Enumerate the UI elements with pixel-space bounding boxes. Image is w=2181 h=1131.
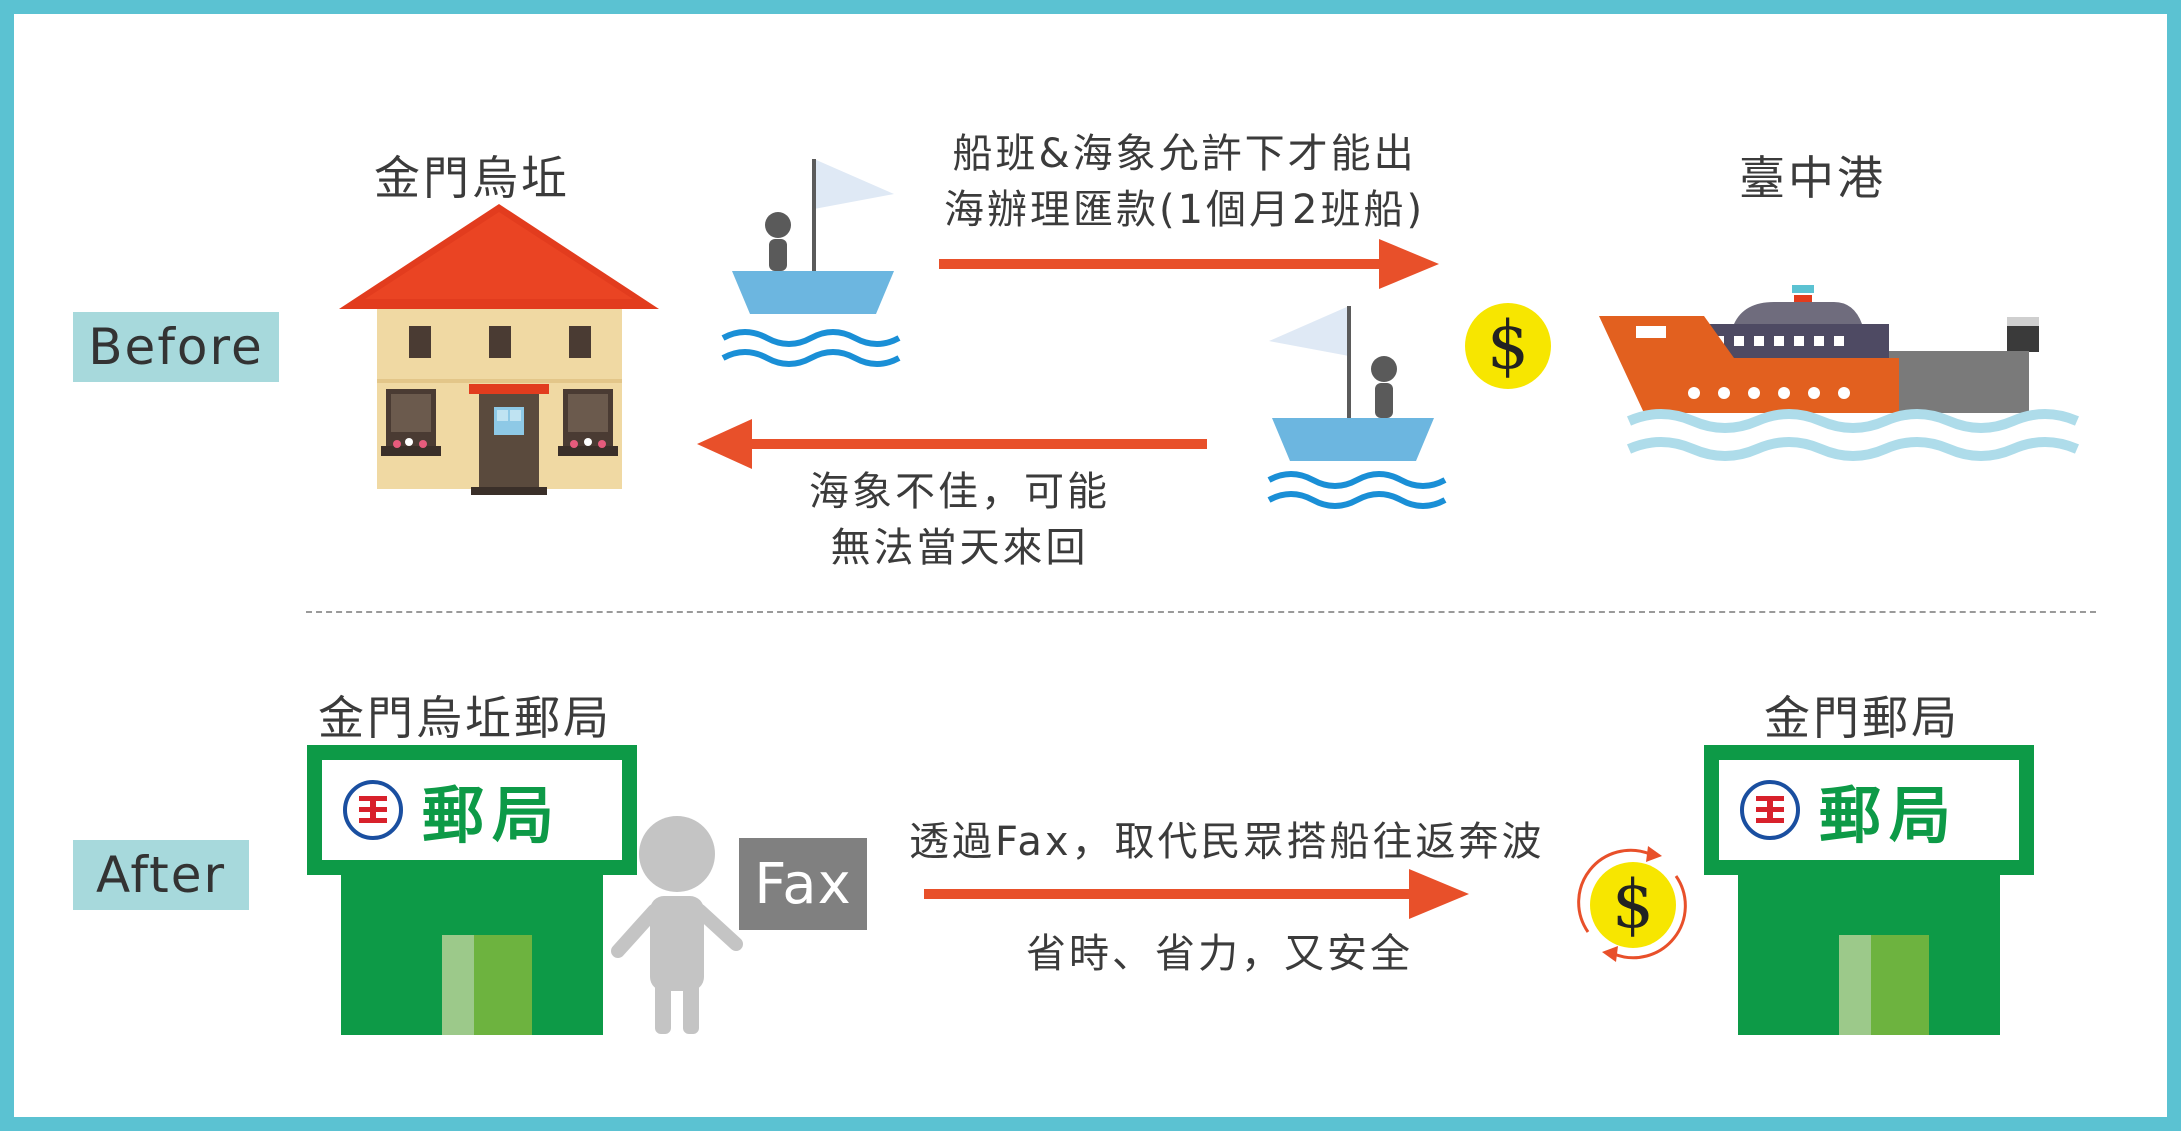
post-office-door-shadow	[1839, 935, 1871, 1035]
return-note-line2: 無法當天來回	[830, 525, 1089, 571]
return-note-line1: 海象不佳，可能	[809, 469, 1110, 515]
house-icon	[339, 204, 659, 495]
post-office-sign: 郵局	[322, 760, 622, 860]
before-origin-title: 金門烏坵	[374, 151, 570, 205]
cycle-arrows-icon	[1577, 846, 1687, 962]
after-note-line1: 透過Fax，取代民眾搭船往返奔波	[909, 819, 1545, 865]
coin-symbol: $	[1612, 866, 1654, 943]
outbound-arrow	[939, 239, 1439, 289]
post-logo-icon	[1740, 780, 1800, 840]
post-logo-icon	[343, 780, 403, 840]
post-office-sign: 郵局	[1719, 760, 2019, 860]
boat-icon	[732, 159, 894, 314]
outbound-note-line1: 船班&海象允許下才能出	[952, 131, 1417, 177]
fax-label: Fax	[739, 838, 867, 930]
after-arrow	[924, 869, 1469, 919]
section-divider	[306, 611, 2096, 613]
before-dest-title: 臺中港	[1739, 151, 1886, 205]
person-icon	[611, 816, 743, 1034]
post-sign-text: 郵局	[1819, 779, 1960, 852]
diagram-canvas: Before 金門烏坵 船班&海象允許下	[14, 14, 2167, 1117]
coin-icon: $	[1465, 303, 1551, 389]
outbound-note: 船班&海象允許下才能出 海辦理匯款(1個月2班船)	[944, 126, 1425, 238]
after-origin-title: 金門烏坵郵局	[318, 691, 612, 745]
ship-icon	[1599, 285, 2080, 461]
coin-symbol: $	[1487, 307, 1529, 384]
outbound-note-line2: 海辦理匯款(1個月2班船)	[944, 187, 1426, 233]
post-office-door-shadow	[442, 935, 474, 1035]
before-tag: Before	[73, 312, 279, 382]
wave-icon	[1267, 471, 1447, 509]
after-tag: After	[73, 840, 249, 910]
coin-icon: $	[1590, 862, 1676, 948]
post-sign-text: 郵局	[422, 779, 563, 852]
post-office-icon: 郵局	[307, 745, 637, 1035]
after-dest-title: 金門郵局	[1764, 691, 1960, 745]
post-office-icon: 郵局	[1704, 745, 2034, 1035]
wave-icon	[721, 329, 901, 367]
return-arrow	[697, 419, 1207, 469]
after-note-line2: 省時、省力，又安全	[1026, 931, 1413, 977]
boat-icon	[1269, 306, 1434, 461]
return-note: 海象不佳，可能 無法當天來回	[809, 464, 1110, 576]
